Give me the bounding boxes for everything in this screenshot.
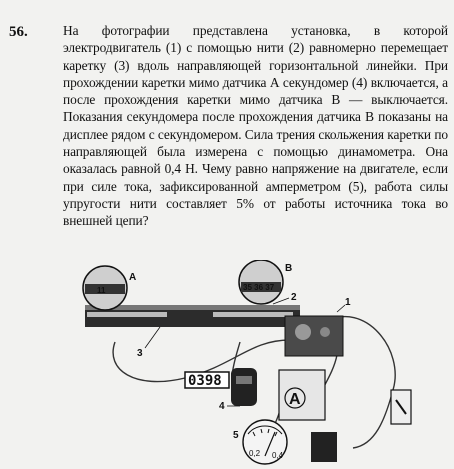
guide-rail	[85, 305, 300, 327]
label-carriage: 3	[137, 348, 143, 359]
sensor-a-ruler-digits: 11	[97, 286, 106, 295]
ammeter-scale-mark-high: 0,4	[272, 451, 284, 460]
ammeter-scale-magnifier	[242, 419, 288, 465]
ammeter	[278, 369, 326, 421]
ammeter-needle	[264, 431, 276, 457]
ammeter-symbol: A	[289, 391, 301, 408]
label-stopwatch: 4	[219, 401, 225, 412]
label-sensor-b: B	[285, 263, 292, 274]
ammeter-scale-mark-low: 0,2	[249, 449, 261, 458]
setup-photograph: 11 A 35 36 37 B 2 1 3 0398 4 A	[75, 260, 435, 465]
stopwatch-reading: 0398	[188, 373, 222, 389]
label-motor: 1	[345, 297, 351, 308]
electric-motor	[284, 315, 344, 357]
current-source-box	[311, 432, 337, 462]
setup-illustration: 11 A 35 36 37 B 2 1 3 0398 4 A	[82, 260, 412, 465]
label-thread: 2	[291, 292, 297, 303]
stopwatch	[231, 368, 257, 406]
problem-text: На фотографии представлена установка, в …	[63, 23, 448, 229]
label-ammeter: 5	[233, 430, 239, 441]
label-sensor-a: A	[129, 272, 136, 283]
wire	[324, 315, 396, 449]
stopwatch-display	[184, 371, 230, 389]
problem-number: 56.	[9, 24, 28, 40]
sensor-b-ruler-digits: 35 36 37	[243, 283, 275, 292]
